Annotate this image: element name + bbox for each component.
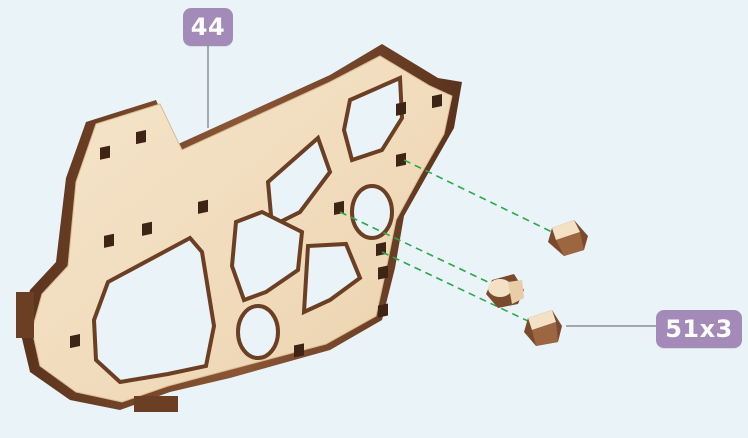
part-number-label: 44 <box>191 13 225 41</box>
peg-connector-icon <box>548 220 588 256</box>
panel-notch <box>16 292 34 338</box>
peg-connector-icon <box>486 274 524 308</box>
peg-callout-badge: 51x3 <box>656 310 742 348</box>
panel-notch <box>134 396 178 412</box>
peg-connector-icon <box>524 310 562 346</box>
panel-cutout-small-round <box>238 306 278 358</box>
part-number-badge: 44 <box>183 8 233 46</box>
panel-cutout-round <box>352 186 392 238</box>
peg-callout-label: 51x3 <box>665 315 733 343</box>
wooden-panel-icon <box>16 44 462 412</box>
